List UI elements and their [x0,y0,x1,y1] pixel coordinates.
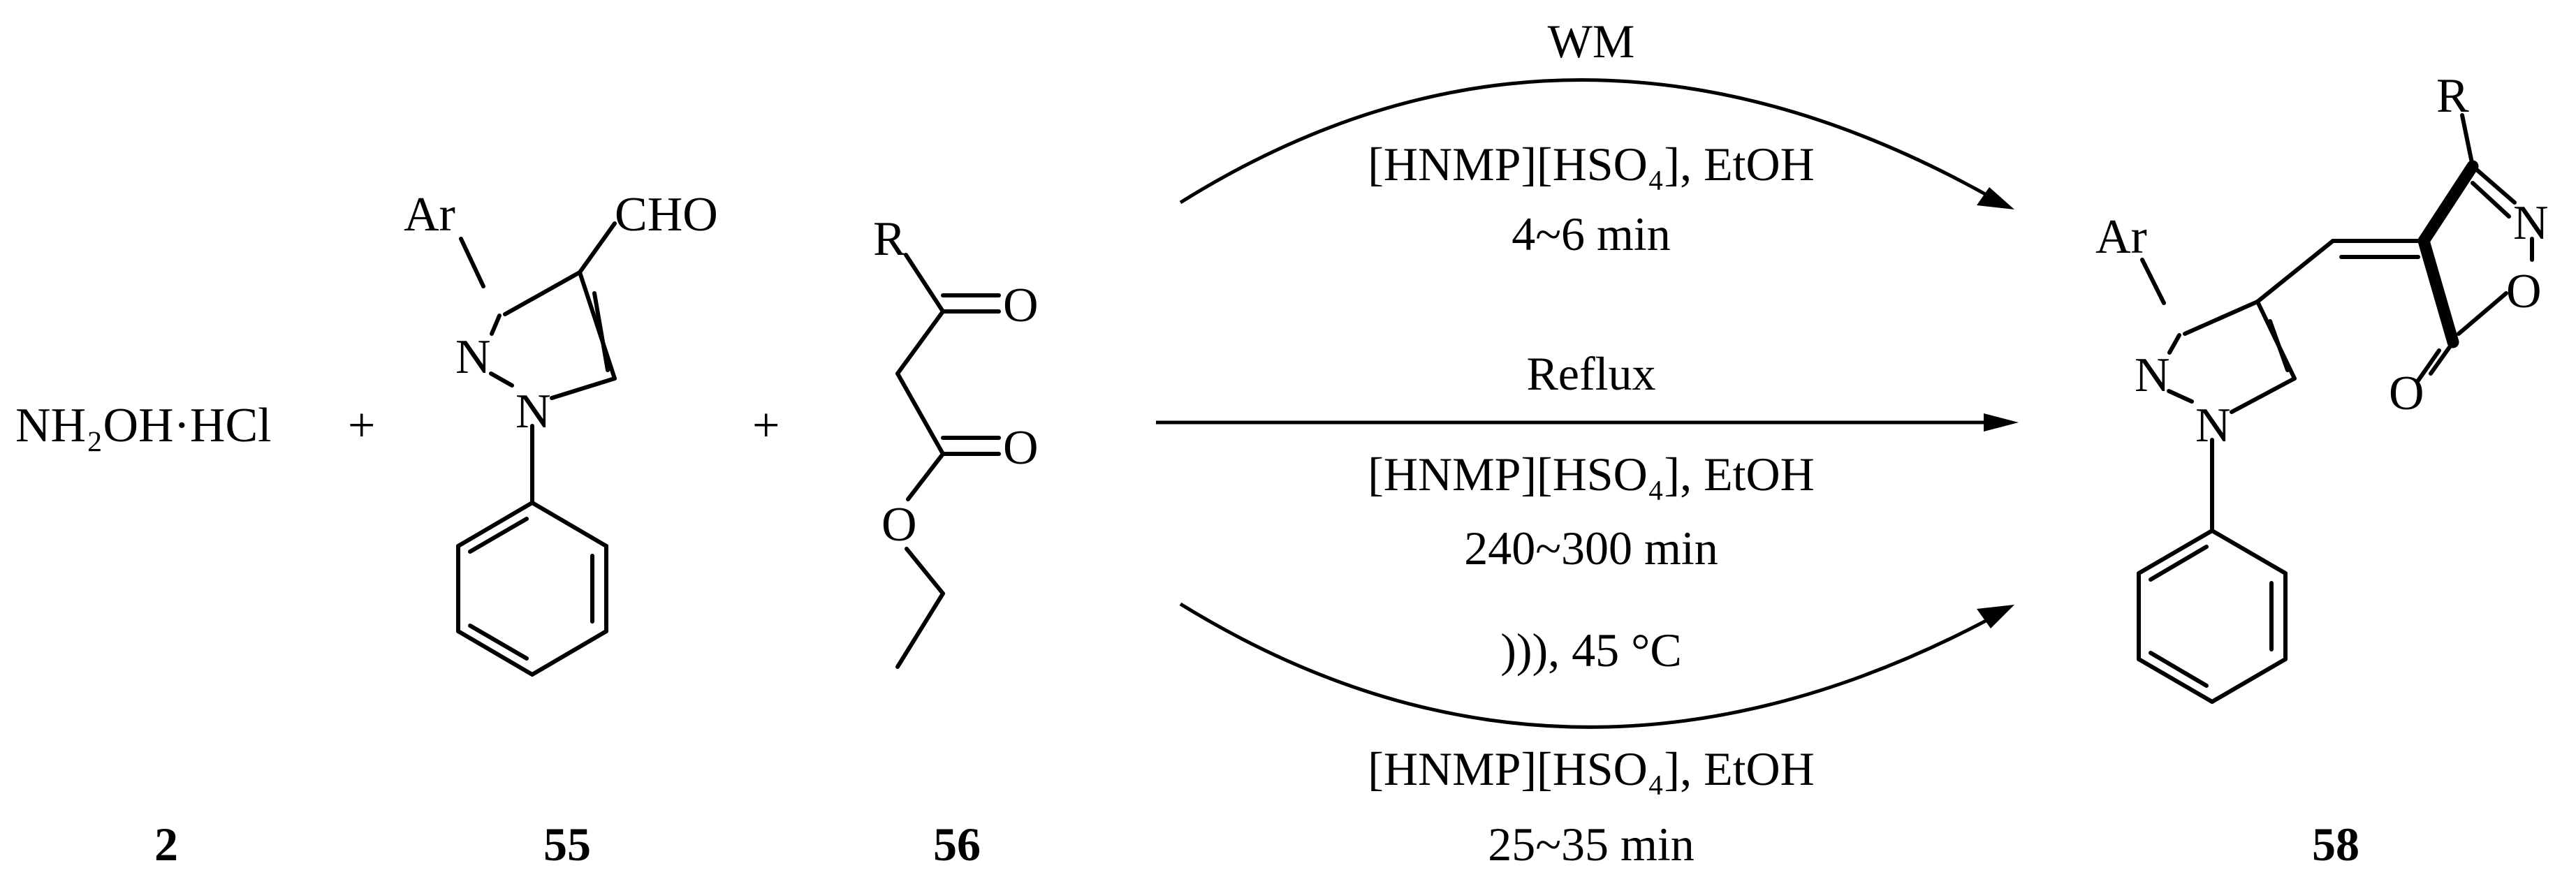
compound-number-58: 58 [2312,818,2359,871]
top-method: WM [1548,15,1635,68]
reaction-arrows [1156,78,2019,729]
product-isoxazole-o-label: O [2506,265,2542,318]
product-58-structure [2137,113,2534,704]
plus-sign-2: + [752,399,780,452]
compound-number-56: 56 [933,818,981,871]
ketone-oxygen-label: O [1003,279,1039,332]
aryl-label: Ar [404,188,455,242]
pyrazole-n1-label: N [515,385,551,439]
product-pyrazole-n2-label: N [2135,348,2170,402]
r-group-label: R [873,212,906,266]
formyl-label: CHO [615,188,718,242]
product-carbonyl-o-label: O [2389,367,2424,420]
middle-catalyst: [HNMP][HSO₄], EtOH [1368,448,1814,501]
bottom-time: 25~35 min [1488,818,1695,871]
ester-oxygen-label: O [881,498,917,552]
product-pyrazole-n1-label: N [2195,399,2231,452]
bottom-curved-arrow [1179,602,1999,729]
top-catalyst: [HNMP][HSO₄], EtOH [1368,138,1814,191]
top-curved-arrow [1179,78,1999,205]
product-r-label: R [2436,69,2469,123]
bottom-arrowhead [1977,605,2014,628]
ester-carbonyl-oxygen-label: O [1003,421,1039,475]
middle-method: Reflux [1526,347,1655,400]
product-aryl-label: Ar [2095,210,2147,264]
hydroxylamine-hydrochloride: NH₂OH·HCl [15,399,272,452]
bottom-catalyst: [HNMP][HSO₄], EtOH [1368,742,1814,795]
ethyl-ketoester-56 [895,253,1001,669]
compound-number-2: 2 [154,818,178,871]
plus-sign-1: + [348,399,375,452]
bottom-method: ))), 45 °C [1500,624,1681,677]
middle-arrowhead [1984,413,2019,432]
top-time: 4~6 min [1512,207,1671,260]
compound-number-55: 55 [543,818,591,871]
product-isoxazole-n-label: N [2513,196,2549,250]
top-arrowhead [1977,187,2014,209]
pyrazole-aldehyde-55 [456,221,617,677]
pyrazole-n2-label: N [455,330,491,384]
middle-time: 240~300 min [1464,522,1718,575]
